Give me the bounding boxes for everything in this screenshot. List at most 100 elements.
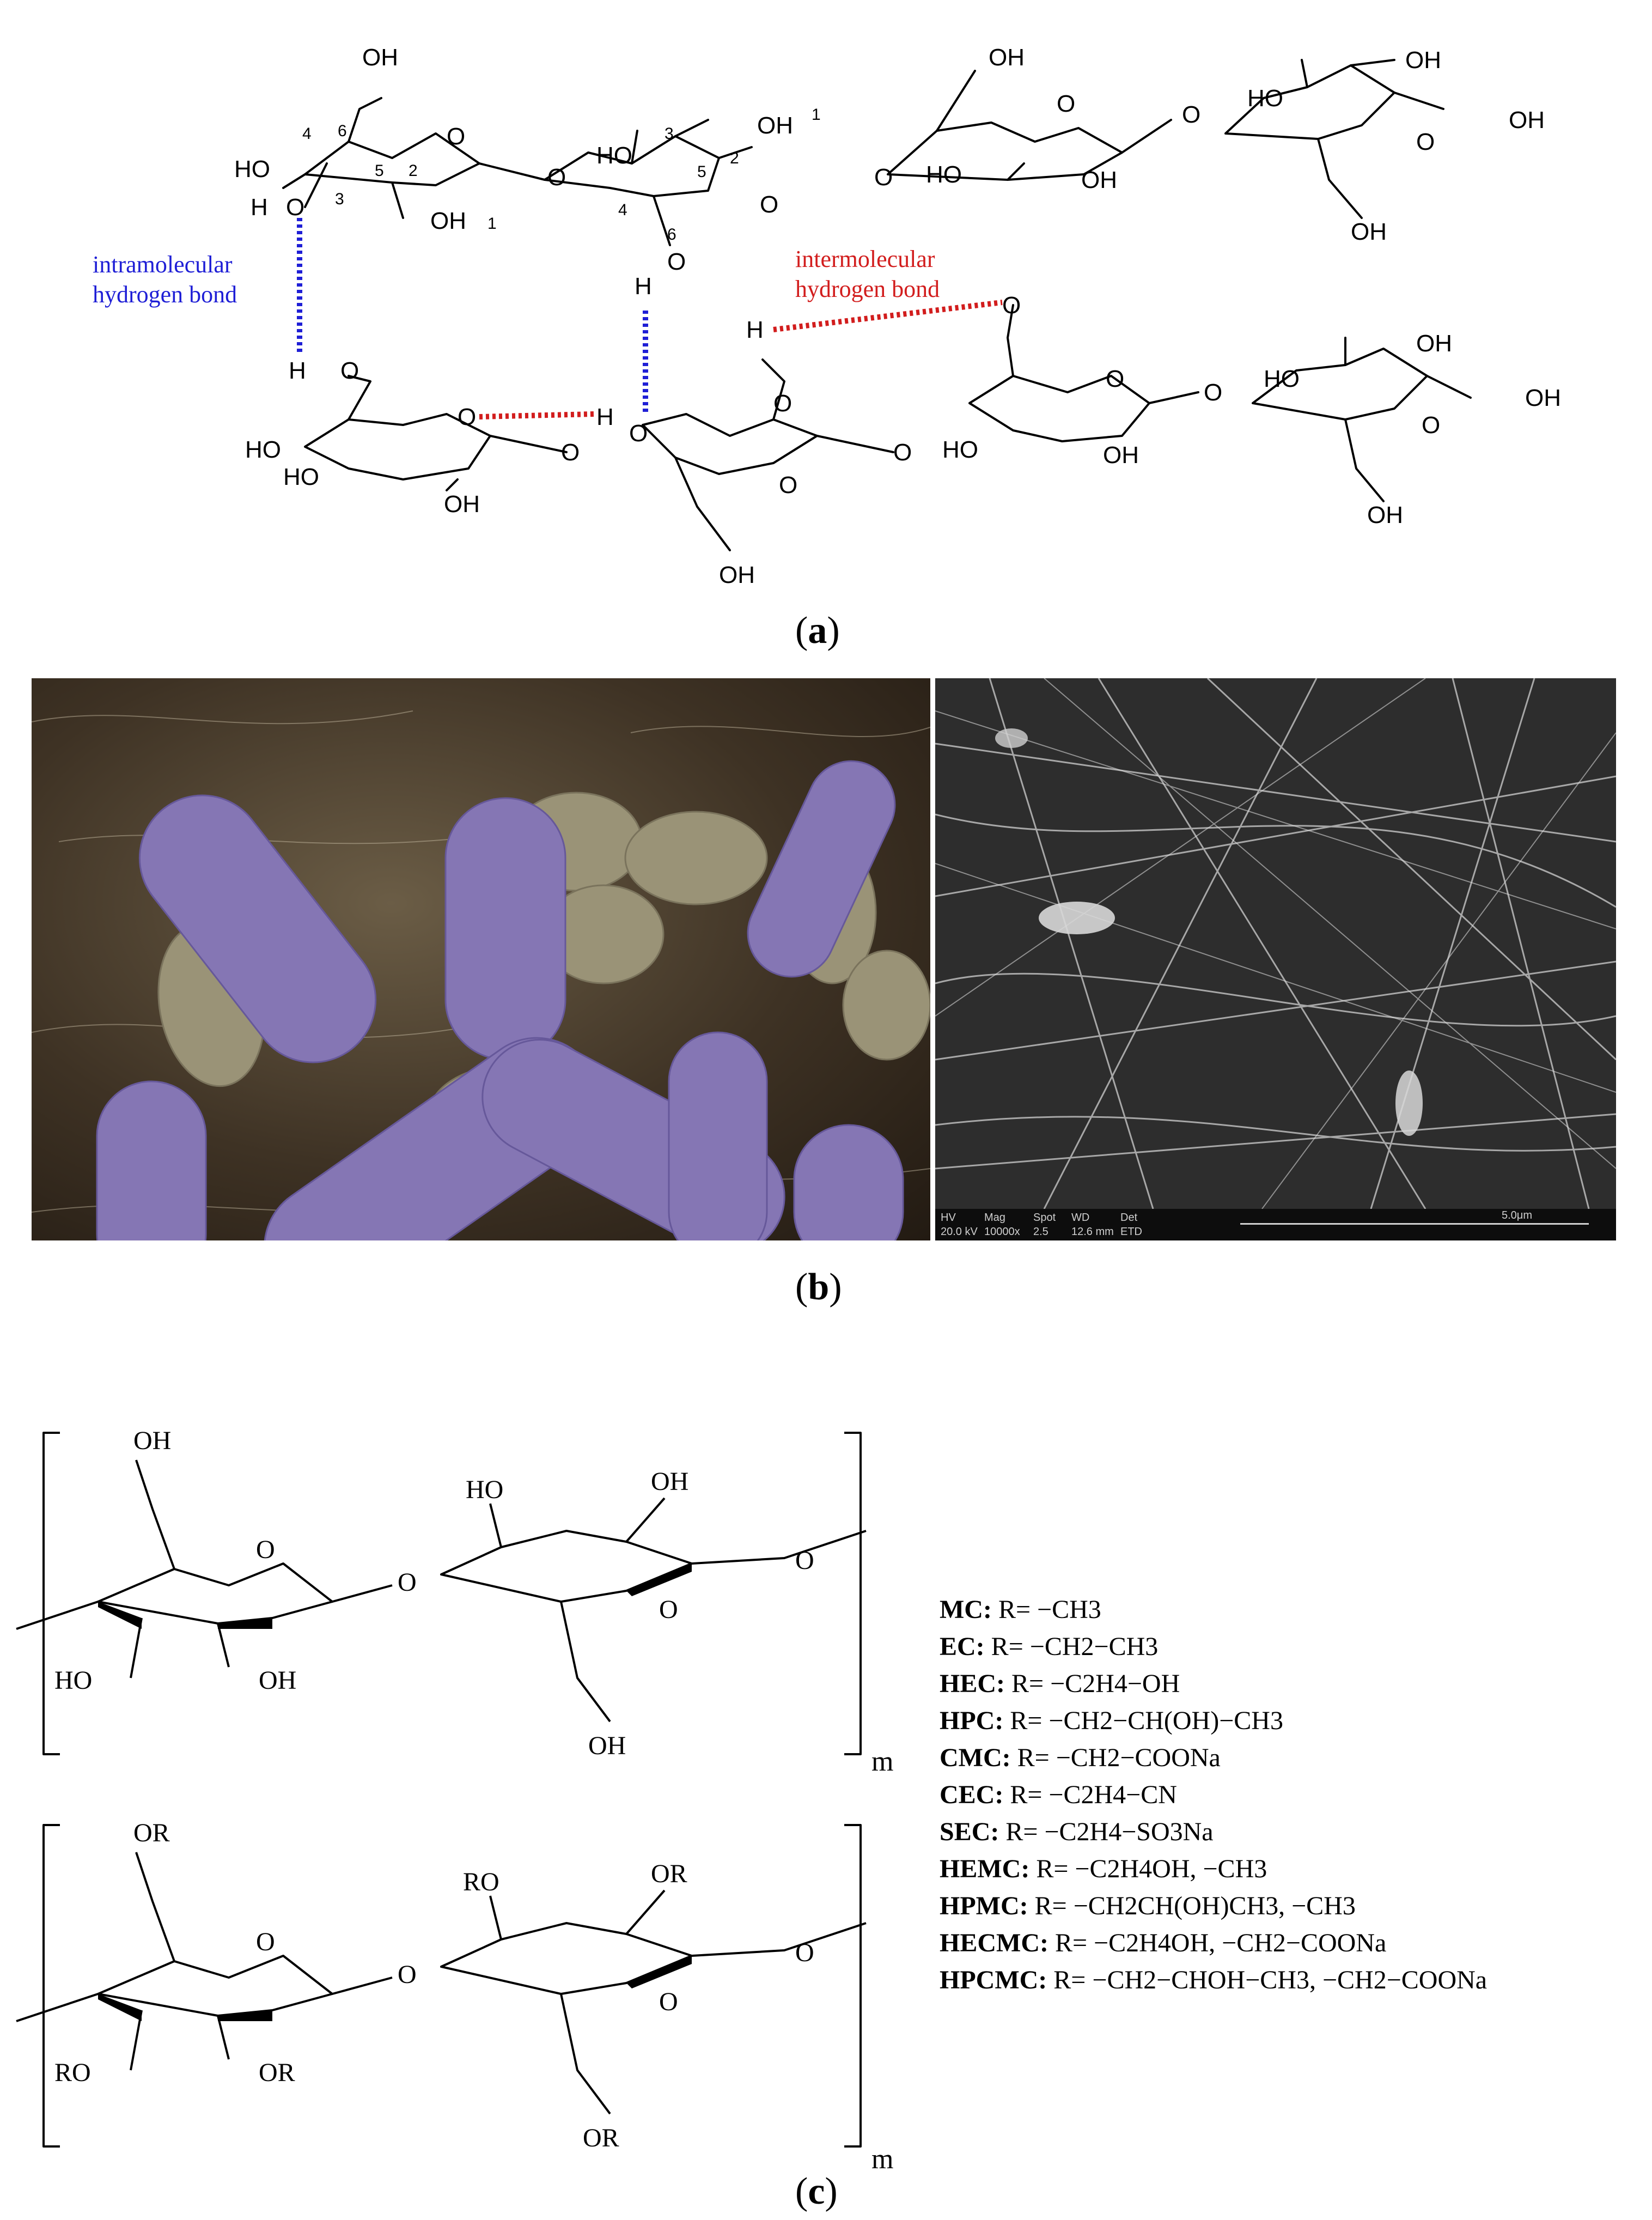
atom-oh: OH — [1525, 385, 1561, 411]
ring-number: 2 — [730, 149, 739, 167]
repeat-subscript: m — [871, 2144, 893, 2175]
glycosidic-o: O — [874, 164, 893, 191]
sem-scale-bar — [1240, 1223, 1589, 1225]
derivative-formula: R= −CH2CH(OH)CH3, −CH3 — [1035, 1891, 1356, 1920]
ring-o: O — [1422, 412, 1440, 439]
atom-oh: OH — [444, 491, 480, 518]
atom-h: H — [635, 273, 652, 300]
atom-ho: HO — [1247, 85, 1283, 112]
atom-or: OR — [583, 2124, 619, 2152]
ring-o: O — [447, 123, 465, 150]
derivative-code: HEC: — [940, 1669, 1005, 1698]
intramolecular-label-line1: intramolecular — [93, 251, 233, 278]
sem-value-spot: 2.5 — [1033, 1226, 1048, 1238]
ring-o: O — [779, 472, 797, 498]
sem-value-hv: 20.0 kV — [941, 1226, 978, 1238]
derivative-code: CEC: — [940, 1780, 1003, 1809]
ring-number: 3 — [665, 125, 674, 143]
atom-oh: OH — [259, 1666, 296, 1695]
intermolecular-bond-1 — [479, 411, 594, 419]
derivative-code: SEC: — [940, 1817, 999, 1846]
glycosidic-o: O — [1204, 379, 1222, 406]
atom-h: H — [596, 404, 614, 430]
atom-oh: OH — [1509, 107, 1545, 133]
atom-ho: HO — [926, 161, 962, 188]
glycosidic-o: O — [547, 164, 566, 191]
glycosidic-o: O — [398, 1960, 417, 1989]
atom-o: O — [667, 248, 686, 275]
atom-ho: HO — [283, 464, 319, 490]
derivative-formula: R= −C2H4OH, −CH3 — [1036, 1854, 1267, 1883]
sem-nanofiber-image: HV Mag Spot WD Det 20.0 kV 10000x 2.5 12… — [935, 678, 1616, 1240]
panel-b-caption: (b) — [795, 1266, 842, 1308]
atom-oh: OH — [757, 112, 793, 139]
atom-ho: HO — [942, 436, 978, 463]
intramolecular-label-line2: hydrogen bond — [93, 281, 237, 308]
derivative-row: HEC: R= −C2H4−OH — [940, 1669, 1180, 1698]
sem-value-det: ETD — [1120, 1226, 1142, 1238]
caption-c: (c) — [795, 2170, 838, 2212]
atom-ho: HO — [466, 1475, 503, 1504]
ring-number: 5 — [375, 162, 384, 180]
intermolecular-label-line1: intermolecular — [795, 246, 935, 272]
derivative-code: HPMC: — [940, 1891, 1028, 1920]
sem-header-wd: WD — [1071, 1212, 1090, 1224]
caption-b: (b) — [795, 1266, 842, 1308]
derivative-row: HPMC: R= −CH2CH(OH)CH3, −CH3 — [940, 1891, 1356, 1920]
atom-oh: OH — [1367, 502, 1403, 528]
atom-or: OR — [259, 2058, 295, 2087]
derivative-formula: R= −C2H4−CN — [1010, 1780, 1177, 1809]
ring-number: 4 — [302, 125, 312, 143]
derivative-formula: R= −C2H4−OH — [1011, 1669, 1180, 1698]
derivative-row: EC: R= −CH2−CH3 — [940, 1632, 1158, 1661]
glycosidic-o: O — [893, 439, 912, 466]
glycosidic-o: O — [1182, 101, 1200, 128]
ring-number: 6 — [338, 122, 347, 140]
sem-header-spot: Spot — [1033, 1212, 1056, 1224]
derivative-row: HECMC: R= −C2H4OH, −CH2−COONa — [940, 1929, 1386, 1957]
atom-oh: OH — [1405, 47, 1441, 74]
intermolecular-bond-2 — [773, 300, 1003, 332]
atom-ho: HO — [234, 156, 270, 183]
derivative-list: MC: R= −CH3 EC: R= −CH2−CH3 HEC: R= −C2H… — [940, 1595, 1487, 1994]
atom-oh: OH — [133, 1426, 171, 1455]
derivative-row: MC: R= −CH3 — [940, 1595, 1101, 1624]
atom-o: O — [629, 420, 648, 447]
glycosidic-o: O — [795, 1546, 814, 1575]
derivative-code: CMC: — [940, 1743, 1011, 1772]
derivative-row: SEC: R= −C2H4−SO3Na — [940, 1817, 1214, 1846]
sem-value-mag: 10000x — [984, 1226, 1020, 1238]
panel-c-structures: OH O HO OH O HO OH O OH O m OR O RO OR O… — [16, 1426, 1487, 2212]
atom-o: O — [773, 390, 792, 417]
ring-number: 2 — [409, 162, 418, 180]
ring-number: 6 — [667, 226, 676, 244]
derivative-formula: R= −CH2−CH3 — [991, 1632, 1159, 1661]
derivative-formula: R= −C2H4−SO3Na — [1005, 1817, 1213, 1846]
atom-ho: HO — [54, 1666, 92, 1695]
atom-or: OR — [133, 1818, 170, 1847]
atom-ro: RO — [463, 1868, 499, 1896]
derivative-code: HPCMC: — [940, 1966, 1047, 1994]
repeat-subscript: m — [871, 1746, 893, 1777]
ring-number: 1 — [487, 215, 497, 233]
derivative-formula: R= −CH3 — [998, 1595, 1101, 1624]
derivative-code: MC: — [940, 1595, 992, 1624]
sem-databar: HV Mag Spot WD Det 20.0 kV 10000x 2.5 12… — [935, 1209, 1616, 1240]
atom-oh: OH — [1081, 167, 1117, 193]
ring-o: O — [659, 1987, 678, 2016]
atom-oh: OH — [651, 1467, 688, 1496]
derivative-formula: R= −CH2−COONa — [1017, 1743, 1221, 1772]
caption-b-letter: b — [808, 1266, 829, 1308]
intermolecular-label-line2: hydrogen bond — [795, 276, 940, 302]
glycosidic-o: O — [561, 439, 580, 466]
derivative-code: EC: — [940, 1632, 985, 1661]
derivative-code: HEMC: — [940, 1854, 1029, 1883]
atom-oh: OH — [1103, 442, 1139, 469]
atom-ho: HO — [1264, 366, 1300, 392]
atom-oh: OH — [719, 562, 755, 588]
atom-oh: OH — [362, 44, 398, 71]
sem-scale-label: 5.0μm — [1502, 1209, 1532, 1221]
atom-oh: OH — [588, 1731, 626, 1760]
ring-number: 5 — [697, 163, 706, 181]
